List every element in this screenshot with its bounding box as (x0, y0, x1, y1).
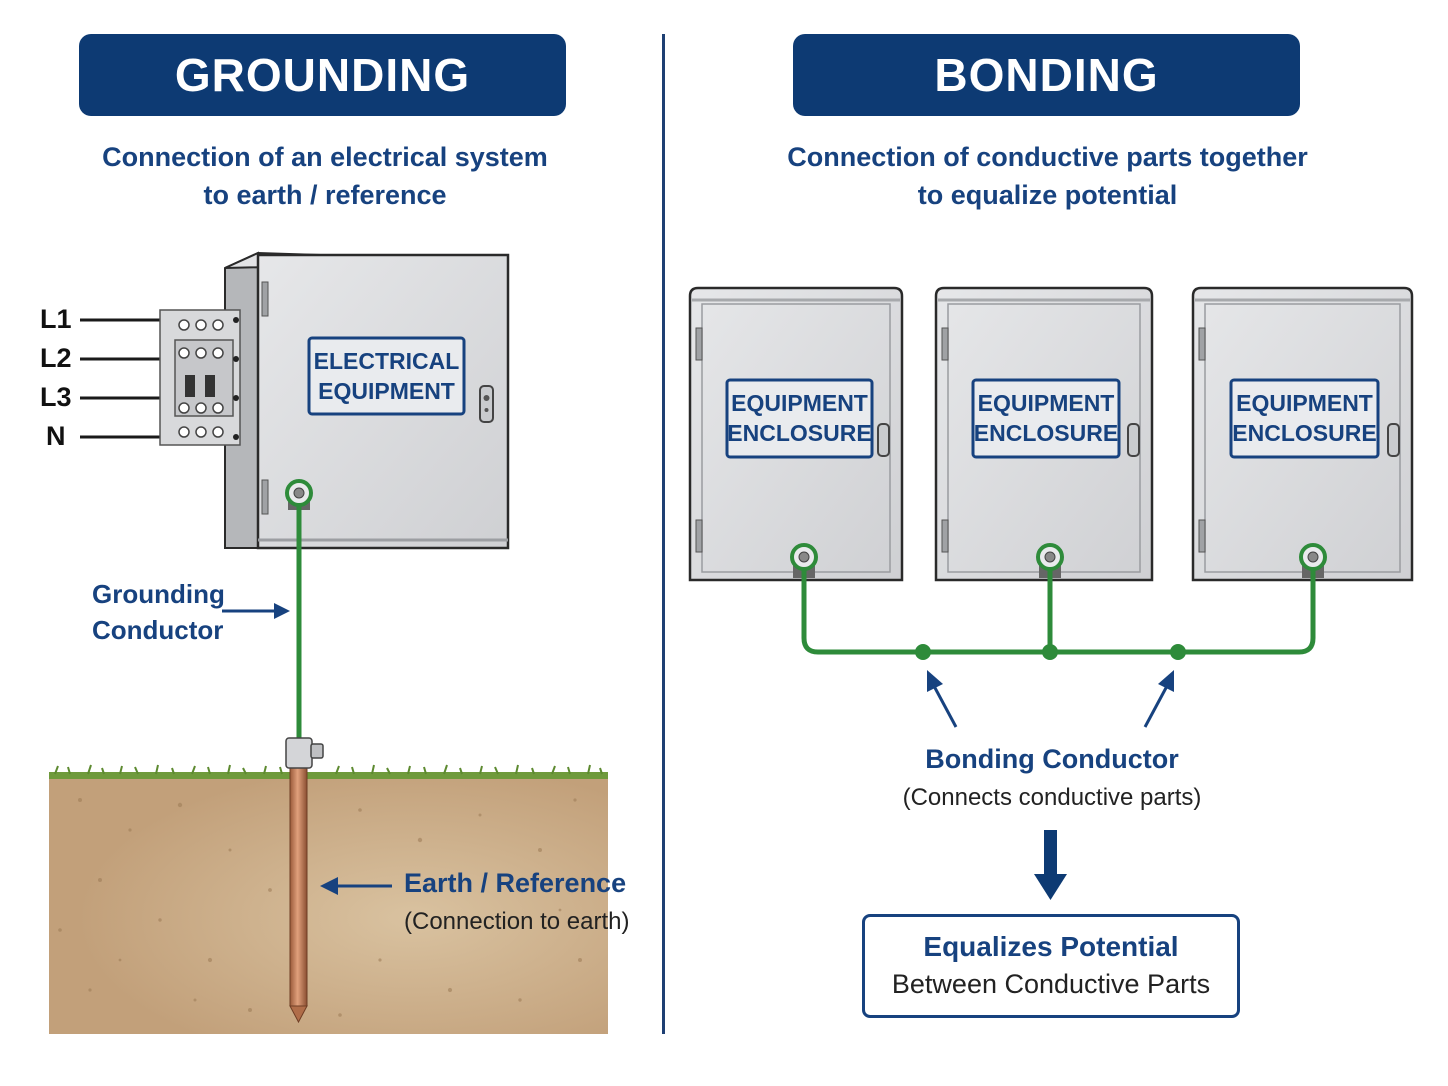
enclosure-hinge-bottom (941, 519, 949, 553)
result-title: Equalizes Potential (923, 931, 1179, 962)
enclosure-label-plate (1229, 378, 1380, 459)
phase-label-l3: L3 (40, 382, 72, 412)
bonding-conductor-label: Bonding Conductor (925, 744, 1179, 774)
circuit-breaker-block (159, 309, 241, 446)
equalizes-potential-box: Equalizes Potential Between Conductive P… (862, 914, 1240, 1018)
enclosure-hinge-top (1198, 327, 1206, 361)
bonding-subtitle: Connection of conductive parts together … (787, 142, 1308, 210)
center-divider (662, 34, 665, 1034)
grounding-title: GROUNDING (174, 49, 471, 101)
supply-lines (80, 318, 168, 439)
equipment-label-plate (307, 336, 466, 416)
enclosure-label-plate (971, 378, 1121, 459)
bonding-enclosures (688, 286, 1414, 582)
phase-label-l1: L1 (40, 304, 72, 334)
enclosure-label-1: EQUIPMENT ENCLOSURE (727, 390, 872, 446)
enclosure-handle (877, 423, 890, 457)
earth-reference-arrow (320, 877, 392, 895)
bonding-title: BONDING (934, 49, 1159, 101)
grounding-title-banner: GROUNDING (79, 34, 566, 116)
enclosure-handle (1387, 423, 1400, 457)
bonding-junctions (915, 644, 1186, 660)
equipment-label: ELECTRICAL EQUIPMENT (313, 348, 460, 404)
bonding-title-banner: BONDING (793, 34, 1300, 116)
bonding-conductor-sub: (Connects conductive parts) (902, 784, 1202, 811)
grounding-conductor-arrow (222, 603, 290, 619)
enclosure-label-plate (725, 378, 874, 459)
equipment-enclosure-3 (1191, 286, 1414, 582)
bonding-lug-bolt (1307, 551, 1319, 563)
bonding-lug-bolt (1044, 551, 1056, 563)
enclosure-label-2: EQUIPMENT ENCLOSURE (973, 390, 1119, 446)
enclosure-hinge-top (695, 327, 703, 361)
bonding-lug-bolt (798, 551, 810, 563)
ground-rod (285, 737, 324, 1024)
bonding-arrow-left (927, 670, 958, 728)
result-subtitle: Between Conductive Parts (891, 969, 1211, 999)
equalize-down-arrow (1034, 830, 1067, 900)
soil-speckles (58, 798, 582, 1017)
earth-reference-label: Earth / Reference (404, 868, 627, 898)
grounding-subtitle: Connection of an electrical system to ea… (102, 142, 548, 210)
earth-reference-sub: (Connection to earth) (404, 908, 630, 935)
grass-blades (54, 764, 603, 775)
soil-section (49, 764, 608, 1034)
enclosure-label-3: EQUIPMENT ENCLOSURE (1232, 390, 1377, 446)
grass-strip (49, 772, 608, 779)
bonding-arrow-right (1143, 670, 1174, 728)
cabinet-handle (479, 385, 494, 423)
ground-rod-clamp (285, 737, 313, 769)
phase-label-l2: L2 (40, 343, 72, 373)
equipment-enclosure-1 (688, 286, 904, 582)
grounding-lug (285, 479, 313, 510)
phase-label-n: N (46, 421, 66, 451)
enclosure-hinge-top (941, 327, 949, 361)
bonding-conductor-wire (801, 568, 1316, 655)
enclosure-hinge-bottom (695, 519, 703, 553)
grounding-conductor-label: Grounding Conductor (92, 579, 225, 645)
enclosure-hinge-bottom (1198, 519, 1206, 553)
enclosure-handle (1127, 423, 1140, 457)
